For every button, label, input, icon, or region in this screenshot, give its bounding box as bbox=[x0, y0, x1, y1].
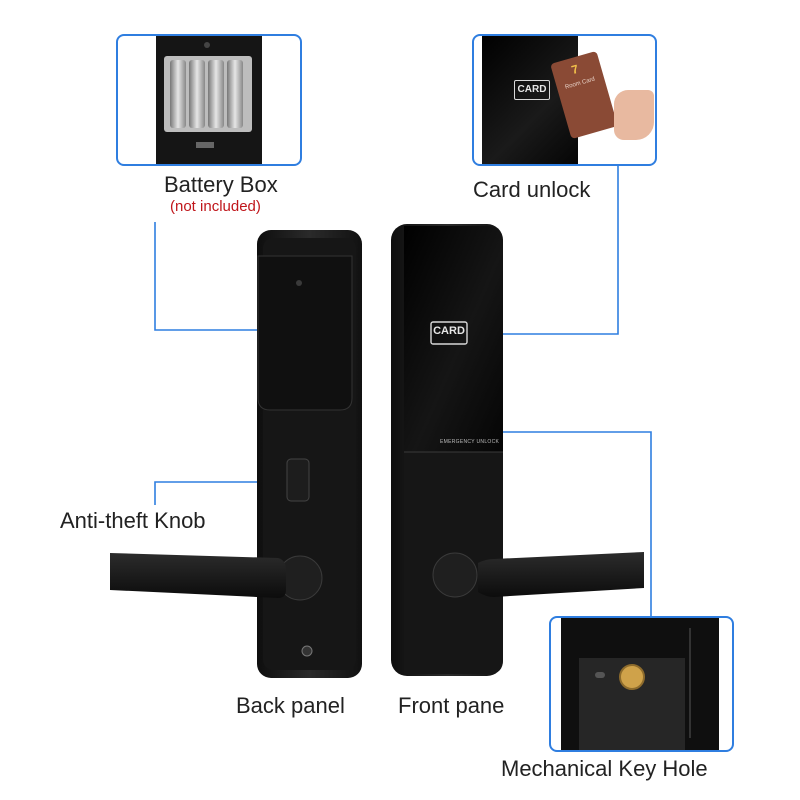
battery-connector bbox=[154, 222, 292, 331]
battery-box-label: Battery Box bbox=[164, 172, 278, 197]
sensor-dot bbox=[296, 280, 302, 286]
front-panel-illustration bbox=[391, 224, 644, 676]
battery-icon bbox=[208, 60, 224, 128]
card-badge-text: CARD bbox=[433, 325, 465, 337]
knob-connector bbox=[154, 481, 296, 505]
mechanical-key-hole-callout bbox=[549, 616, 734, 752]
hand-illustration bbox=[614, 90, 654, 140]
battery-compartment bbox=[156, 36, 262, 164]
card-connector bbox=[470, 166, 619, 335]
anti-theft-knob-label: Anti-theft Knob bbox=[60, 508, 206, 533]
emergency-unlock-text: EMERGENCY UNLOCK bbox=[440, 439, 500, 445]
battery-icon bbox=[170, 60, 186, 128]
card-caption: Room Card bbox=[564, 76, 596, 91]
connector-lines bbox=[154, 166, 652, 616]
keyhole-connector bbox=[492, 431, 652, 616]
card-logo: 7 bbox=[569, 61, 581, 78]
battery-box-callout bbox=[116, 34, 302, 166]
front-pane-label: Front pane bbox=[398, 693, 505, 718]
back-panel-label: Back panel bbox=[236, 693, 345, 718]
back-panel-illustration bbox=[110, 230, 362, 678]
battery-note-label: (not included) bbox=[170, 198, 261, 215]
screw-icon bbox=[595, 672, 605, 678]
key-cylinder bbox=[619, 664, 645, 690]
battery-icon bbox=[189, 60, 205, 128]
back-screw bbox=[301, 645, 313, 657]
card-badge-frame bbox=[430, 321, 468, 345]
callout-card-badge: CARD bbox=[514, 80, 550, 100]
card-unlock-callout: CARD 7 Room Card bbox=[472, 34, 657, 166]
mechanical-key-hole-label: Mechanical Key Hole bbox=[501, 756, 708, 781]
battery-icon bbox=[227, 60, 243, 128]
card-unlock-label: Card unlock bbox=[473, 177, 591, 202]
anti-theft-knob bbox=[286, 458, 310, 502]
